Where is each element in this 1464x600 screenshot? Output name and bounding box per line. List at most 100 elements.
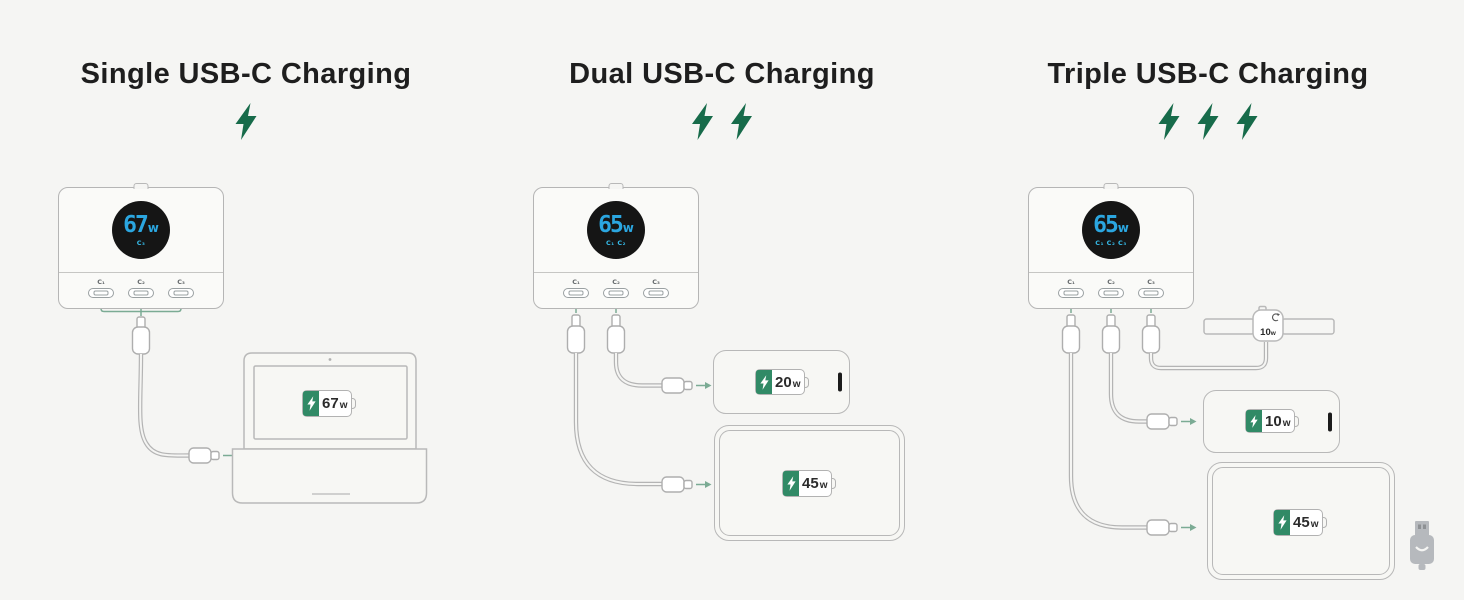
cable-to-tablet — [573, 353, 662, 487]
charger-triple: 65 w C₁ C₂ C₃ C₁ C₂ C₃ — [1028, 187, 1194, 309]
charger-divider — [534, 272, 698, 273]
watch-strap-left — [1203, 318, 1255, 335]
charger-divider — [59, 272, 223, 273]
port-c2: C₂ — [1098, 278, 1124, 298]
display-watt-row: 67 w — [123, 213, 159, 237]
battery-indicator-phone: 10 w — [1245, 409, 1300, 433]
battery-value: 45 — [1293, 514, 1310, 531]
battery-bolt-icon — [1246, 410, 1262, 432]
display-active-ports: C₁ C₂ — [606, 238, 626, 247]
phone-camera-bar — [1327, 412, 1332, 431]
usbc-plug-icon — [1061, 314, 1161, 354]
battery-label: 20 w — [772, 375, 804, 390]
usbc-port-icon — [603, 288, 629, 298]
battery-bolt-icon — [756, 370, 772, 394]
watch-battery-label: 10 w — [1260, 326, 1276, 338]
battery-bolt-icon — [303, 391, 319, 416]
phone-device — [713, 350, 850, 414]
battery-unit: w — [339, 400, 348, 411]
charger-display: 65 w C₁ C₂ C₃ — [1082, 201, 1140, 259]
display-watt-row: 65 w — [598, 211, 634, 238]
battery-value: 10 — [1265, 412, 1282, 430]
cable-to-laptop — [137, 353, 190, 458]
charger-divider — [1029, 272, 1193, 273]
usbc-port-icon — [643, 288, 669, 298]
display-active-ports: C₃ — [136, 238, 146, 247]
lightning-bolt-icon — [1236, 103, 1258, 140]
usbc-port-icon — [1138, 288, 1164, 298]
battery-unit: w — [1310, 519, 1319, 530]
port-label: C₁ — [572, 278, 580, 286]
battery-indicator-tablet: 45 w — [1273, 509, 1328, 536]
display-watts: 65 — [598, 211, 624, 238]
port-c1: C₁ — [563, 278, 589, 298]
tablet-screen-bezel — [719, 430, 900, 536]
charging-circle-icon — [1271, 313, 1280, 322]
usbc-plug-icon — [566, 314, 626, 354]
port-label: C₂ — [137, 278, 145, 286]
battery-label: 45 w — [1290, 515, 1322, 530]
lightning-bolt-icon — [1158, 103, 1180, 140]
usbc-connector-icon — [188, 447, 220, 464]
tablet-device — [714, 425, 905, 541]
lightning-bolt-icon — [731, 103, 752, 140]
battery-label: 67 w — [319, 396, 351, 411]
charge-arrows-triple — [1181, 418, 1197, 531]
battery-value: 45 — [802, 475, 819, 492]
watch-battery-value: 10 — [1260, 326, 1271, 338]
phone-device — [1203, 390, 1340, 453]
charger-dual: 65 w C₁ C₂ C₁ C₂ C₃ — [533, 187, 699, 309]
bolt-row-single — [235, 103, 258, 140]
port-c1: C₁ — [88, 278, 114, 298]
battery-label: 10 w — [1262, 414, 1294, 429]
bolt-row-triple — [1158, 103, 1259, 140]
display-active-ports: C₁ C₂ C₃ — [1095, 238, 1127, 247]
port-label: C₃ — [1147, 278, 1155, 286]
charger-display: 65 w C₁ C₂ — [587, 201, 645, 259]
watch-strap-right — [1281, 318, 1335, 335]
lightning-bolt-icon — [235, 103, 257, 140]
charger-display: 67 w C₃ — [112, 201, 170, 259]
usbc-connector-icon — [661, 377, 693, 493]
port-c3: C₃ — [168, 278, 194, 298]
bolt-row-dual — [691, 103, 753, 140]
battery-bolt-icon — [783, 471, 799, 496]
battery-bolt-icon — [1274, 510, 1290, 535]
smartwatch — [1203, 305, 1335, 342]
cable-to-tablet — [1068, 353, 1147, 530]
usbc-plug-icon — [131, 316, 151, 355]
battery-unit: w — [819, 480, 828, 491]
port-c1: C₁ — [1058, 278, 1084, 298]
port-c3: C₃ — [1138, 278, 1164, 298]
battery-unit: w — [1282, 417, 1291, 429]
port-label: C₃ — [177, 278, 185, 286]
port-label: C₁ — [97, 278, 105, 286]
display-watts: 65 — [1093, 211, 1119, 238]
charger-ports: C₁ C₂ C₃ — [59, 278, 223, 298]
display-watt-unit: w — [622, 220, 634, 235]
laptop — [231, 352, 428, 504]
port-c2: C₂ — [603, 278, 629, 298]
port-c2: C₂ — [128, 278, 154, 298]
usbc-port-icon — [88, 288, 114, 298]
port-label: C₂ — [1107, 278, 1115, 286]
charger-ports: C₁ C₂ C₃ — [534, 278, 698, 298]
lightning-bolt-icon — [1197, 103, 1219, 140]
battery-unit: w — [792, 378, 801, 390]
usbc-port-icon — [1098, 288, 1124, 298]
panel-title-triple: Triple USB-C Charging — [1047, 58, 1369, 90]
watch-face: 10 w — [1253, 310, 1283, 341]
cable-to-phone — [1108, 353, 1147, 424]
usbc-port-icon — [563, 288, 589, 298]
usbc-port-icon — [1058, 288, 1084, 298]
cable-to-phone — [613, 353, 662, 388]
port-label: C₃ — [652, 278, 660, 286]
watch-battery-unit: w — [1270, 329, 1276, 337]
display-watt-unit: w — [147, 220, 159, 235]
battery-indicator-phone: 20 w — [755, 369, 810, 395]
port-label: C₂ — [612, 278, 620, 286]
charge-arrows-dual — [696, 382, 712, 488]
usbc-port-icon — [128, 288, 154, 298]
panel-title-dual: Dual USB-C Charging — [569, 58, 875, 90]
